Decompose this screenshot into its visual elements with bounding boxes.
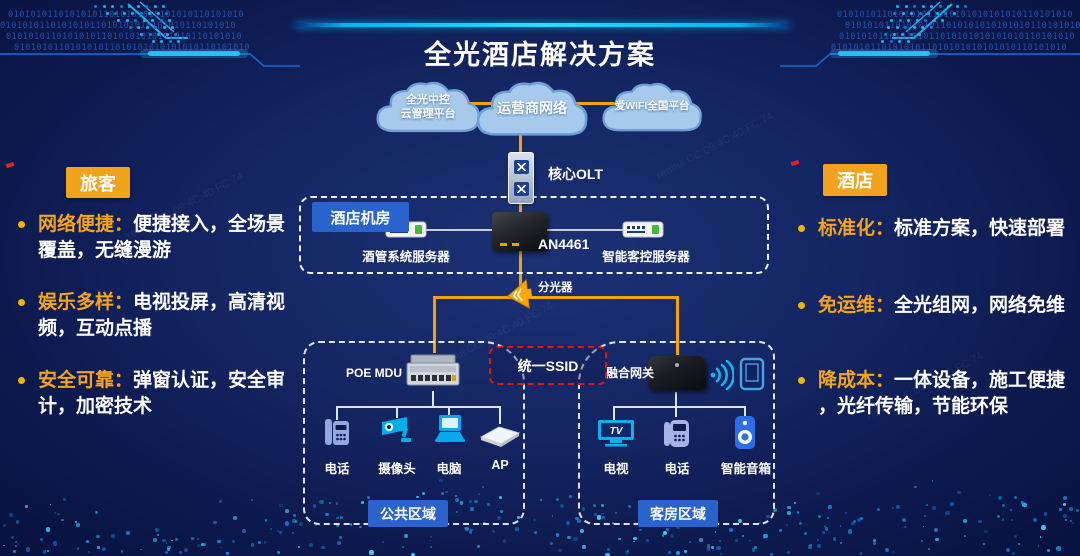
tablet-icon	[738, 357, 766, 396]
phone-label: 电话	[664, 462, 690, 476]
binary-decor: 0101010110101010110101010101010101101010…	[8, 10, 243, 20]
benefit-item: 标准化：标准方案，快速部署	[798, 216, 1070, 242]
branch-right-line	[676, 296, 679, 355]
connector-line	[613, 406, 615, 420]
cloud-management-platform: 全光中控 云管理平台	[371, 77, 485, 145]
page-title: 全光酒店解决方案	[424, 40, 656, 70]
connector-line	[744, 406, 746, 417]
cloud-operator-network: 运营商网络	[471, 76, 593, 150]
an4461-label: AN4461	[538, 236, 590, 252]
computer-label: 电脑	[436, 462, 462, 476]
benefit-desc: 一体设备，施工便捷 ，光纤传输，节能环保	[818, 370, 1066, 418]
telephone-icon	[323, 415, 351, 453]
smart-speaker-label: 智能音箱	[720, 462, 771, 476]
svg-text:TV: TV	[610, 426, 624, 437]
an4461-device	[492, 212, 547, 251]
computer-icon	[431, 413, 469, 452]
cloud-label: 全光中控	[406, 93, 450, 106]
connector-line	[432, 391, 434, 407]
benefit-desc: 便捷接入，全场景覆盖，无缝漫游	[38, 214, 286, 262]
red-tick-decor	[5, 161, 15, 169]
benefit-item: 安全可靠：弹窗认证，安全审计，加密技术	[18, 368, 296, 420]
binary-decor: 0101010110101010110101010101010101101010…	[14, 43, 249, 53]
core-olt-label: 核心OLT	[548, 166, 603, 182]
guest-control-server-label: 智能客控服务器	[602, 250, 690, 264]
benefit-item: 免运维：全光组网，网络免维	[798, 293, 1070, 319]
olt-trunk-line	[519, 120, 522, 300]
cloud-wifi-platform: 爱WIFI全国平台	[595, 79, 709, 143]
benefit-term: 免运维：	[818, 295, 895, 316]
converged-gateway-device	[648, 356, 706, 390]
binary-decor: 0101010110101010110101010101010101101010…	[839, 32, 1074, 42]
red-tick-decor	[790, 159, 800, 167]
connector-line	[448, 406, 450, 415]
camera-label: 摄像头	[378, 462, 416, 476]
phone-label: 电话	[324, 462, 350, 476]
bullet-dot	[18, 221, 25, 228]
splitter-label: 分光器	[538, 282, 573, 294]
benefit-desc: 标准方案，快速部署	[894, 218, 1066, 239]
poe-mdu-icon	[404, 349, 462, 396]
core-olt-device	[508, 152, 534, 204]
benefit-desc: 弹窗认证，安全审计，加密技术	[38, 370, 286, 418]
benefit-term: 安全可靠：	[38, 370, 134, 391]
connector-line	[396, 406, 398, 418]
server-link-line	[424, 229, 494, 231]
binary-decor: 0101010110101010110101010101010101101010…	[0, 21, 235, 31]
room-zone-label: 客房区域	[638, 500, 718, 527]
hotel-mgmt-server-label: 酒管系统服务器	[362, 250, 450, 264]
poe-mdu-label: POE MDU	[345, 366, 402, 380]
binary-decor: 0101010110101010110101010101010101101010…	[831, 43, 1066, 53]
bullet-dot	[798, 302, 805, 309]
connector-line	[613, 406, 746, 408]
wifi-icon	[708, 359, 735, 395]
bullet-dot	[18, 377, 25, 384]
benefit-desc: 电视投屏，高清视频，互动点播	[38, 292, 286, 340]
server-link-line	[547, 229, 625, 231]
connector-line	[675, 392, 677, 407]
cloud-label: 运营商网络	[497, 100, 567, 117]
splitter-branch-line	[433, 296, 679, 299]
benefit-term: 标准化：	[818, 218, 895, 239]
title-divider	[295, 23, 790, 27]
benefit-term: 降成本：	[818, 370, 895, 391]
bullet-dot	[798, 377, 805, 384]
machine-room-label: 酒店机房	[312, 202, 409, 232]
hotel-badge: 酒店	[823, 164, 887, 196]
hotel-machine-room-box	[299, 196, 769, 274]
benefit-term: 娱乐多样：	[38, 292, 134, 313]
telephone-icon	[661, 416, 691, 455]
connector-line	[675, 406, 677, 417]
smart-speaker-icon	[733, 415, 757, 456]
guest-badge: 旅客	[66, 167, 130, 198]
ap-label: AP	[491, 458, 509, 472]
connector-line	[336, 406, 501, 408]
cloud-shape	[602, 82, 702, 132]
bullet-dot	[18, 299, 25, 306]
tv-label: 电视	[603, 462, 629, 476]
branch-left-line	[433, 296, 436, 353]
binary-decor: 0101010110101010110101010101010101101010…	[6, 32, 241, 42]
camera-icon	[379, 414, 415, 453]
unified-ssid-box: 统一SSID	[489, 346, 607, 385]
server-icon	[622, 221, 664, 243]
cloud-label: 云管理平台	[400, 107, 456, 120]
cloud-label: 爱WIFI全国平台	[614, 100, 690, 113]
gateway-label: 融合网关	[605, 366, 654, 380]
ap-icon	[479, 421, 521, 454]
benefit-desc: 全光组网，网络免维	[894, 295, 1066, 316]
connector-line	[499, 406, 501, 424]
public-zone-label: 公共区域	[368, 500, 448, 527]
bullet-dot	[798, 225, 805, 232]
benefit-term: 网络便捷：	[38, 214, 134, 235]
cloud-shape	[476, 81, 588, 136]
benefit-item: 网络便捷：便捷接入，全场景覆盖，无缝漫游	[18, 212, 296, 264]
tv-icon: TV	[596, 418, 636, 455]
benefit-item: 降成本：一体设备，施工便捷 ，光纤传输，节能环保	[798, 368, 1070, 420]
unified-ssid-label: 统一SSID	[517, 357, 579, 374]
benefit-item: 娱乐多样：电视投屏，高清视频，互动点播	[18, 290, 296, 342]
optical-splitter-icon	[501, 275, 537, 319]
connector-line	[336, 406, 338, 420]
binary-decor: 0101010110101010110101010101010101101010…	[845, 21, 1080, 31]
